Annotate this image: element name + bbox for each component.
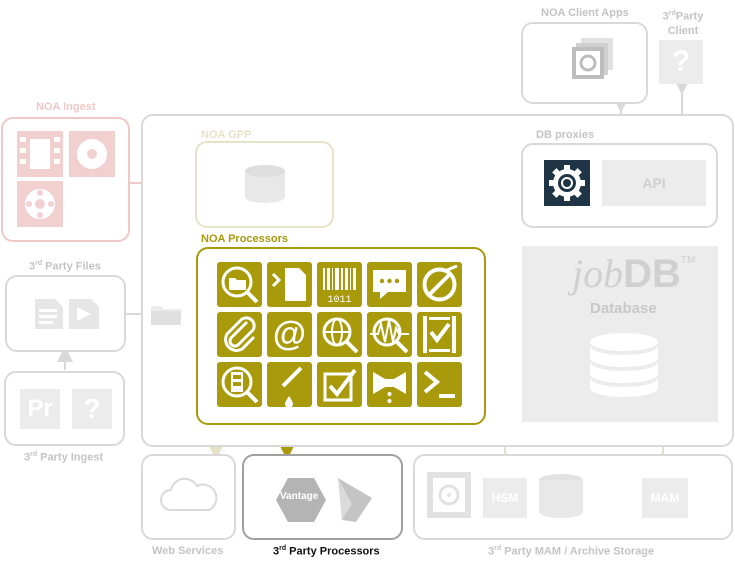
third-party-mam-box: HSM MAM [413,454,733,540]
at-sign-icon: @ [273,315,306,353]
third-party-mam-label: 3rd Party MAM / Archive Storage [488,545,655,558]
third-party-ingest-label: 3rd Party Ingest [24,451,104,464]
mam-database-icon [539,474,583,518]
third-party-processors-box: Vantage [242,454,403,540]
file-transfer-icon [271,268,306,301]
paperclip-icon [224,316,256,352]
third-party-processors-label: 3rd Party Processors [273,545,380,558]
third-party-files-label: 3rd Party Files [29,260,101,273]
processor-tile [417,312,462,357]
noa-client-apps-box [521,22,648,104]
database-label: Database [590,300,657,317]
noa-client-apps-label: NOA Client Apps [541,7,629,19]
proxy-gear-box [544,160,590,206]
processor-tile [317,362,362,407]
vantage-logos [276,478,372,522]
processor-tile: @ [267,312,312,357]
svg-text:1011: 1011 [327,295,351,306]
processor-tile [267,362,312,407]
client-apps-photo-icon [572,38,613,79]
cloud-icon [160,477,218,511]
web-services-label: Web Services [152,545,224,557]
third-party-files-box [5,275,126,352]
database-cylinder-icon [590,333,658,397]
processor-tile [217,312,262,357]
no-sign-icon [422,264,458,302]
processor-tile [417,262,462,307]
film-icon [17,131,63,177]
jobdb-database-box: jobDBTM Database [522,246,718,422]
film-search-icon [221,366,259,404]
processor-tile: 1011 [317,262,362,307]
noa-gpp-label: NOA GPP [201,129,252,141]
processor-tile [217,362,262,407]
premiere-icon: Pr [20,389,60,429]
processor-tile [317,312,362,357]
api-box: API [602,160,706,206]
document-video-icons [35,299,99,329]
audio-waveform-search-icon [370,317,409,354]
processor-tile [367,362,412,407]
vantage-label: Vantage [280,491,319,502]
third-party-client-question-icon: ? [659,40,703,84]
processor-tile [267,262,312,307]
disc-icon [69,131,115,177]
noa-ingest-box [1,117,130,242]
terminal-icon [423,370,455,398]
gpp-database-icon [245,165,285,203]
chat-message-icon [373,270,406,299]
hsm-box: HSM [483,478,527,518]
mam-box: MAM [642,478,688,518]
film-reel-icon [17,181,63,227]
svg-text:@: @ [273,315,306,353]
pipette-icon [281,366,303,407]
processor-tile [367,262,412,307]
globe-search-icon [322,317,359,354]
barcode-icon: 1011 [323,268,356,306]
processor-tile [417,362,462,407]
film-check-icon [423,316,456,353]
processor-tile [217,262,262,307]
third-party-ingest-box: Pr ? [4,371,125,446]
storage-drive-icon [427,472,471,518]
noa-ingest-label: NOA Ingest [36,101,96,113]
processor-tile [367,312,412,357]
folder-search-icon [221,266,259,304]
noa-processors-label: NOA Processors [201,233,289,245]
unknown-ingest-question-icon: ? [72,389,112,429]
noa-gpp-box [195,141,334,228]
db-proxies-label: DB proxies [536,129,595,141]
web-services-box [141,454,236,540]
bowtie-icon [373,372,406,403]
folder-icon [151,306,181,325]
checkbox-icon [323,368,357,402]
gear-icon [549,165,585,201]
jobdb-logo: jobDBTM [572,251,696,296]
